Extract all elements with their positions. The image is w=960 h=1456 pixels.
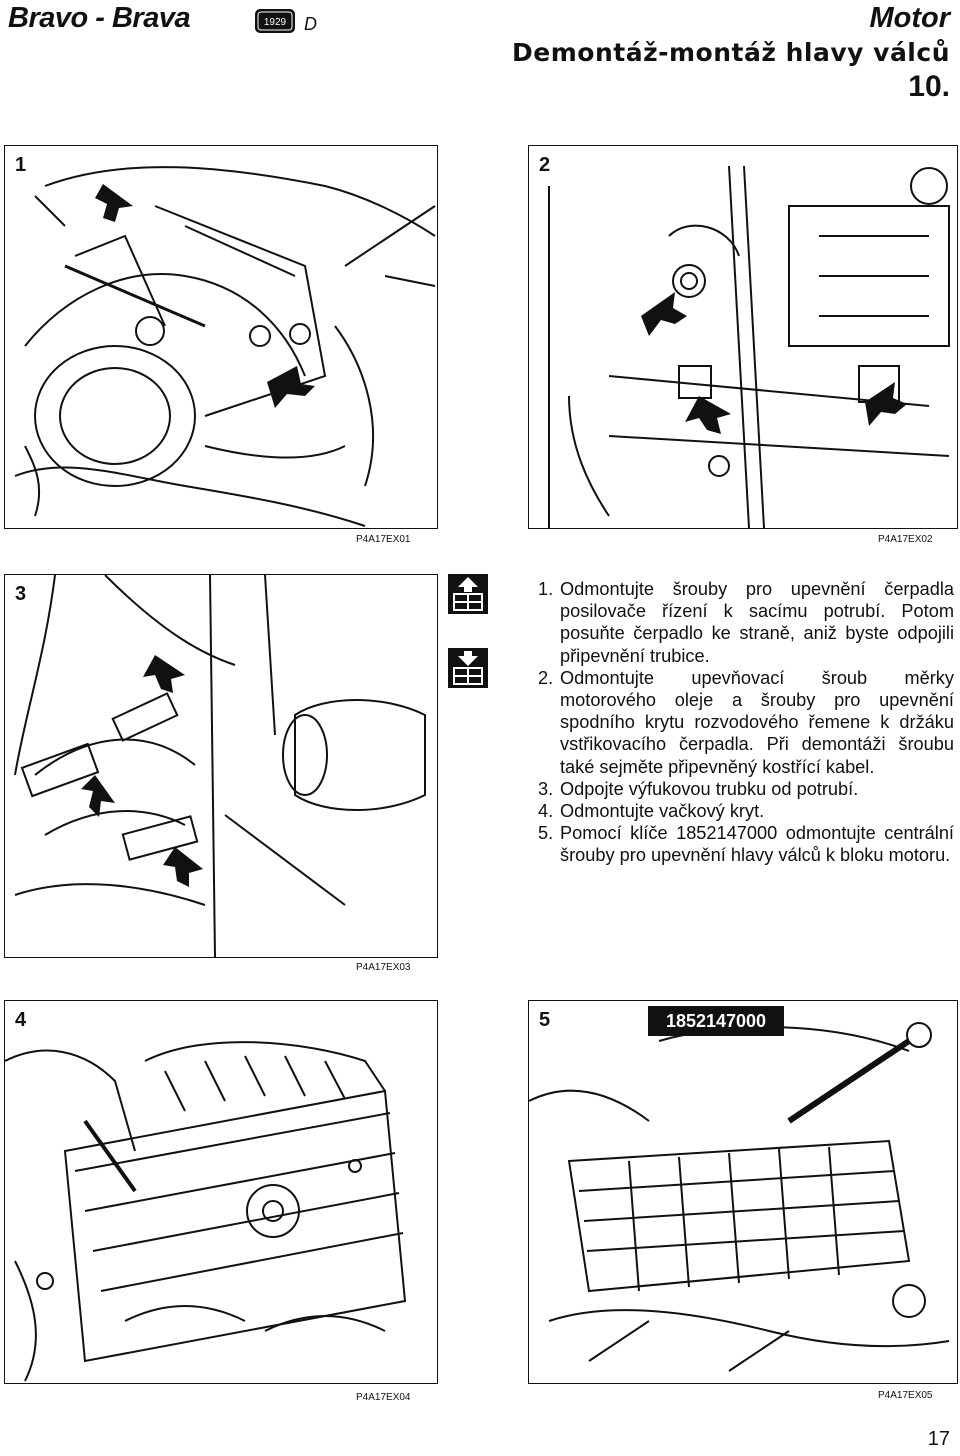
figure-3: 3 [4, 574, 438, 958]
figure-4-code: P4A17EX04 [356, 1392, 411, 1403]
figure-2-number: 2 [539, 154, 551, 177]
badge-logo: 1929 [254, 6, 296, 36]
brand-title: Bravo - Brava [8, 2, 191, 34]
tool-number-label: 1852147000 [648, 1006, 784, 1036]
badge-text: 1929 [264, 17, 287, 28]
engine-up-icon [448, 574, 488, 614]
figure-2-illustration [548, 165, 950, 528]
engine-down-icon [448, 648, 488, 688]
figure-5-code: P4A17EX05 [878, 1390, 933, 1401]
instruction-5: 5.Pomocí klíče 1852147000 odmontujte cen… [538, 823, 954, 866]
instruction-4: 4.Odmontujte vačkový kryt. [538, 801, 765, 822]
figure-4-illustration [5, 1041, 407, 1382]
figure-1-number: 1 [15, 154, 27, 177]
page-subtitle: Demontáž-montáž hlavy válců [512, 38, 950, 67]
figure-3-number: 3 [15, 583, 27, 606]
figure-1-illustration [14, 166, 436, 527]
figure-1-code: P4A17EX01 [356, 534, 411, 545]
variant-label: D [304, 14, 317, 34]
instruction-1: 1.Odmontujte šrouby pro upevnění čerpadl… [538, 579, 954, 666]
page-number: 17 [927, 1428, 950, 1450]
figure-3-code: P4A17EX03 [356, 962, 411, 973]
figure-5-illustration [529, 1022, 950, 1372]
instruction-3: 3.Odpojte výfukovou trubku od potrubí. [538, 778, 859, 799]
figure-2: 2 [528, 145, 958, 529]
figure-3-illustration [14, 575, 426, 957]
figure-4: 4 [4, 1000, 438, 1384]
figure-2-code: P4A17EX02 [878, 534, 933, 545]
figure-4-number: 4 [15, 1009, 27, 1032]
instructions-list: 1.Odmontujte šrouby pro upevnění čerpadl… [538, 578, 954, 867]
figure-5: 5 [528, 1000, 958, 1384]
section-title: Motor [869, 2, 950, 34]
instruction-2: 2.Odmontujte upevňovací šroub měrky moto… [538, 667, 954, 777]
chapter-number: 10. [908, 70, 950, 103]
figure-1: 1 [4, 145, 438, 529]
figure-5-number: 5 [539, 1009, 551, 1032]
